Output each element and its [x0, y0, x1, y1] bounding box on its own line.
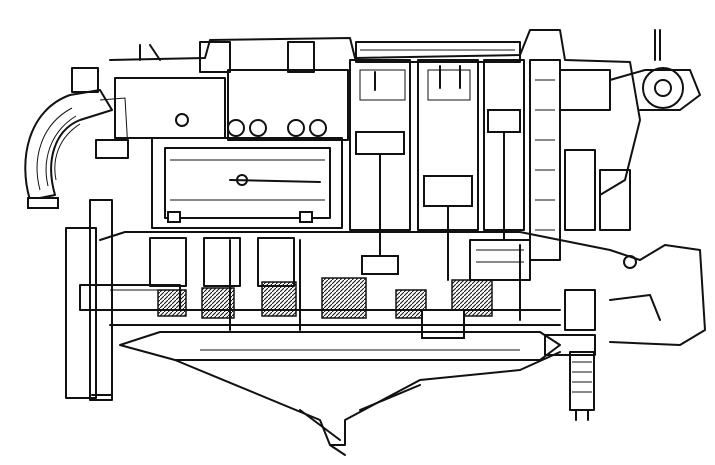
- cylinder-lower-3: [257, 237, 295, 287]
- intake-elbow-pipe: [24, 67, 129, 209]
- valve-gear-column: [529, 29, 701, 261]
- upper-cylinder-bank: [349, 59, 525, 281]
- crankcase: [65, 199, 706, 401]
- accessory-drive: [544, 255, 661, 421]
- oil-sump: [119, 331, 561, 456]
- piston-lower-2: [201, 287, 235, 319]
- piston-upper-2: [423, 175, 473, 207]
- piston-upper-1: [355, 131, 405, 155]
- lower-piston-row: [109, 237, 561, 339]
- cylinder-lower-1: [149, 237, 187, 287]
- piston-lower-4: [321, 277, 367, 319]
- cylinder-lower-2: [203, 237, 241, 287]
- piston-lower-1: [157, 289, 187, 317]
- cylinder-block-left: [151, 137, 343, 229]
- piston-upper-3: [487, 109, 521, 133]
